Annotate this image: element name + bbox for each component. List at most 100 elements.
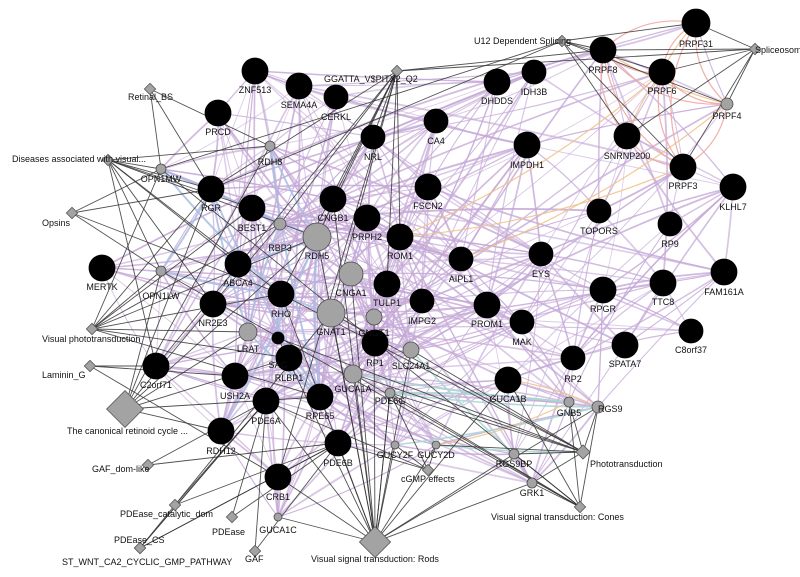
- gene-node-rdh12[interactable]: [207, 417, 235, 445]
- gene-node-lrat[interactable]: [238, 322, 258, 342]
- function-node-st_wnt[interactable]: [133, 541, 147, 555]
- gene-node-impdh1[interactable]: [513, 131, 541, 159]
- edge-diseases-rgr: [107, 159, 212, 190]
- function-node-ggatta[interactable]: [390, 64, 404, 78]
- gene-node-impg2[interactable]: [409, 288, 435, 314]
- gene-node-slc24a1[interactable]: [402, 341, 420, 359]
- function-label-cones: Visual signal transduction: Cones: [491, 512, 624, 522]
- gene-node-rdh8[interactable]: [264, 140, 276, 152]
- gene-node-idh3b[interactable]: [521, 59, 547, 85]
- gene-label-rpgr: RPGR: [590, 304, 617, 314]
- function-node-laminin[interactable]: [83, 359, 97, 373]
- function-node-u12[interactable]: [555, 34, 569, 48]
- gene-node-abca4[interactable]: [224, 250, 252, 278]
- edge-guca1a-gnb5: [352, 373, 570, 403]
- gene-node-rp9[interactable]: [657, 211, 683, 237]
- gene-node-sag[interactable]: [271, 331, 285, 345]
- gene-node-rlbp1[interactable]: [275, 344, 303, 372]
- gene-node-prph2[interactable]: [353, 204, 381, 232]
- function-node-retinal_bs[interactable]: [143, 82, 157, 96]
- gene-node-prpf4[interactable]: [720, 97, 734, 111]
- edge-phototransduction-gucy2d: [435, 444, 584, 453]
- gene-node-rom1[interactable]: [386, 223, 414, 251]
- gene-node-gnb5[interactable]: [563, 396, 575, 408]
- gene-node-snrnp200[interactable]: [613, 122, 641, 150]
- gene-node-prpf31[interactable]: [681, 8, 711, 38]
- gene-node-guca1b[interactable]: [494, 366, 522, 394]
- gene-node-fam161a[interactable]: [710, 258, 738, 286]
- edge-prom1-spata7: [486, 304, 626, 346]
- gene-node-znf513[interactable]: [241, 57, 269, 85]
- gene-node-rpe65[interactable]: [306, 383, 334, 411]
- edge-phototransduction-sag: [277, 337, 584, 453]
- gene-node-pde6g[interactable]: [384, 387, 396, 399]
- gene-node-sema4a[interactable]: [285, 72, 313, 100]
- gene-node-cerkl[interactable]: [323, 84, 349, 110]
- edge-rom1-prpf3: [399, 166, 684, 238]
- gene-node-gucy2f[interactable]: [390, 440, 400, 450]
- gene-node-aipl1[interactable]: [448, 246, 474, 272]
- gene-node-rho[interactable]: [267, 280, 295, 308]
- function-node-opsins[interactable]: [65, 206, 79, 220]
- gene-node-pde6a[interactable]: [252, 387, 280, 415]
- gene-node-nrl[interactable]: [360, 124, 386, 150]
- gene-node-opn1mw[interactable]: [155, 163, 167, 175]
- function-node-retinoid[interactable]: [106, 390, 144, 428]
- gene-node-gnat1[interactable]: [316, 298, 346, 328]
- gene-node-rp1[interactable]: [361, 329, 389, 357]
- function-node-gaf[interactable]: [248, 544, 262, 558]
- gene-node-klhl7[interactable]: [719, 173, 747, 201]
- gene-node-prpf6[interactable]: [648, 58, 676, 86]
- gene-node-eys[interactable]: [528, 241, 554, 267]
- gene-node-ca4[interactable]: [423, 108, 449, 134]
- gene-node-nr2e3[interactable]: [199, 290, 227, 318]
- gene-node-best1[interactable]: [238, 194, 266, 222]
- function-node-pdease[interactable]: [225, 510, 239, 524]
- gene-node-ush2a[interactable]: [221, 362, 249, 390]
- gene-node-guca1a[interactable]: [343, 364, 363, 384]
- gene-node-gucy2d[interactable]: [431, 440, 441, 450]
- edge-retinoid-lrat: [124, 331, 249, 410]
- gene-node-rpgr[interactable]: [589, 276, 617, 304]
- function-node-vis_photo[interactable]: [85, 322, 99, 336]
- gene-node-cnga1[interactable]: [338, 261, 364, 287]
- gene-node-prpf3[interactable]: [669, 153, 697, 181]
- gene-node-rdh5[interactable]: [302, 222, 332, 252]
- gene-label-rpe65: RPE65: [306, 411, 335, 421]
- function-node-cones[interactable]: [573, 500, 587, 514]
- gene-node-prcd[interactable]: [204, 99, 232, 127]
- gene-node-mak[interactable]: [509, 309, 535, 335]
- gene-node-ttc8[interactable]: [649, 269, 677, 297]
- gene-label-prpf8: PRPF8: [588, 65, 617, 75]
- function-node-spliceosome[interactable]: [748, 42, 762, 56]
- function-node-phototransduction[interactable]: [575, 444, 591, 460]
- edge-vis_photo-best1: [91, 207, 253, 330]
- gene-node-rgs9[interactable]: [591, 400, 605, 414]
- gene-node-grk1[interactable]: [526, 477, 538, 489]
- gene-node-dhdds[interactable]: [483, 68, 511, 96]
- gene-node-gngt1[interactable]: [365, 308, 383, 326]
- gene-node-prpf8[interactable]: [589, 36, 617, 64]
- gene-node-pde6b[interactable]: [324, 429, 352, 457]
- gene-node-prom1[interactable]: [473, 291, 501, 319]
- gene-node-c2orf71[interactable]: [142, 352, 170, 380]
- gene-node-c8orf37[interactable]: [678, 318, 704, 344]
- gene-node-topors[interactable]: [586, 198, 612, 224]
- gene-node-rgs9bp[interactable]: [508, 448, 520, 460]
- gene-node-rp2[interactable]: [560, 345, 586, 371]
- gene-node-opn1lw[interactable]: [155, 265, 167, 277]
- gene-node-spata7[interactable]: [611, 331, 639, 359]
- function-node-pdease_cat[interactable]: [168, 498, 182, 512]
- gene-node-fscn2[interactable]: [414, 173, 442, 201]
- function-node-diseases[interactable]: [101, 153, 115, 167]
- function-node-gaf_dom[interactable]: [141, 458, 155, 472]
- gene-node-guca1c[interactable]: [273, 512, 283, 522]
- gene-node-crb1[interactable]: [264, 463, 292, 491]
- gene-node-cngb1[interactable]: [319, 185, 347, 213]
- gene-node-tulp1[interactable]: [373, 270, 401, 298]
- function-node-cgmp[interactable]: [421, 463, 435, 477]
- gene-node-rbp3[interactable]: [273, 217, 287, 231]
- gene-node-mertk[interactable]: [88, 254, 116, 282]
- function-node-rods[interactable]: [358, 525, 392, 559]
- gene-node-rgr[interactable]: [197, 175, 225, 203]
